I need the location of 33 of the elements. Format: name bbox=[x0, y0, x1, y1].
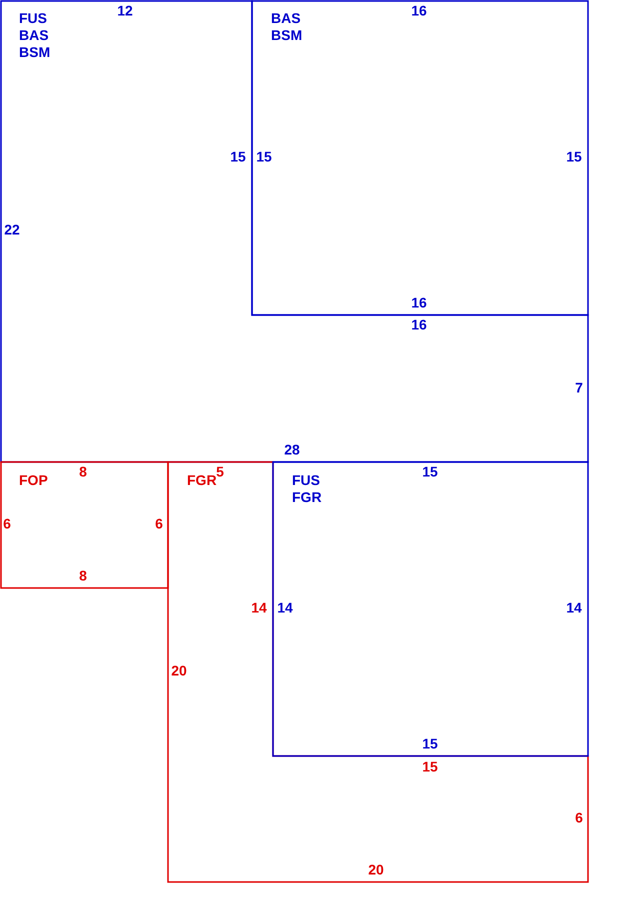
dimension-label: 14 bbox=[251, 600, 267, 616]
dimension-label: 14 bbox=[566, 600, 582, 616]
room-label: FUS bbox=[19, 10, 47, 27]
dimension-label: 28 bbox=[284, 442, 300, 458]
dimension-label: 15 bbox=[256, 150, 272, 164]
dimension-label: 14 bbox=[277, 600, 293, 616]
room-label: BAS bbox=[271, 10, 301, 27]
dimension-label: 15 bbox=[422, 464, 438, 480]
dimension-label: 16 bbox=[411, 4, 427, 18]
room-label: BSM bbox=[271, 27, 302, 44]
room-label: FUS bbox=[292, 472, 320, 489]
dimension-label: 16 bbox=[411, 296, 427, 310]
dimension-label: 15 bbox=[230, 150, 246, 164]
room-label: BSM bbox=[19, 44, 50, 61]
dimension-label: 20 bbox=[368, 862, 384, 878]
dimension-label: 6 bbox=[575, 810, 583, 826]
dimension-label: 5 bbox=[216, 464, 224, 480]
dimension-label: 15 bbox=[566, 150, 582, 164]
dimension-label: 7 bbox=[575, 380, 583, 396]
room-label: BAS bbox=[19, 27, 49, 44]
dimension-label: 20 bbox=[171, 664, 187, 678]
dimension-label: 16 bbox=[411, 318, 427, 332]
dimension-label: 8 bbox=[79, 464, 87, 480]
room-label: FGR bbox=[187, 472, 217, 489]
dimension-label: 6 bbox=[3, 516, 11, 532]
dimension-label: 12 bbox=[117, 4, 133, 18]
dimension-label: 15 bbox=[422, 736, 438, 752]
dimension-label: 8 bbox=[79, 568, 87, 584]
dimension-label: 15 bbox=[422, 760, 438, 774]
dimension-label: 22 bbox=[4, 222, 20, 238]
dimension-label: 6 bbox=[155, 516, 163, 532]
room-label: FGR bbox=[292, 489, 322, 506]
room-label: FOP bbox=[19, 472, 48, 489]
